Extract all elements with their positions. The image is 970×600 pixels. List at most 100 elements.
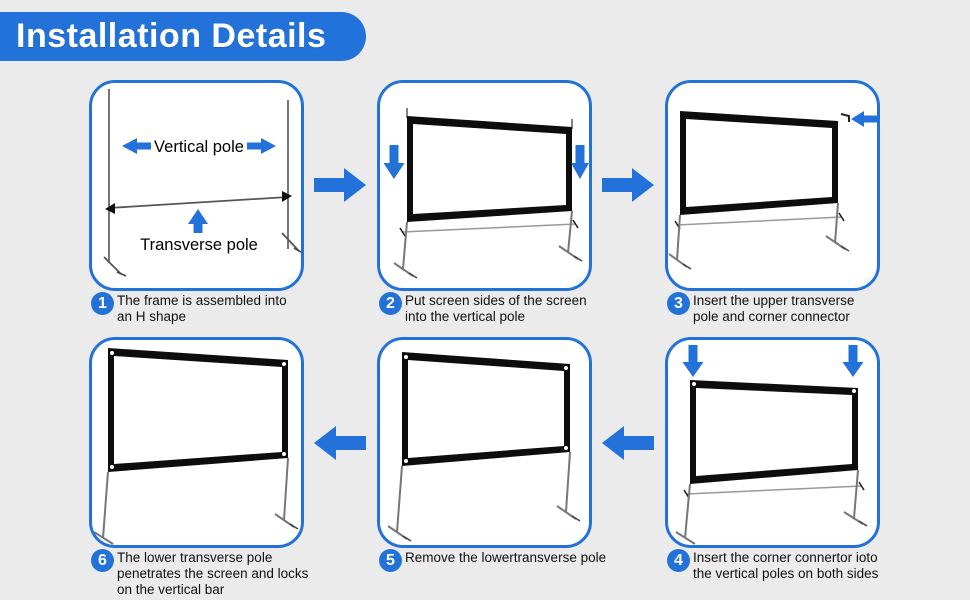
screen-stand-graphic-step-6 — [93, 348, 299, 545]
left-leg — [684, 483, 691, 539]
screen-stand-graphic-step-2 — [383, 108, 589, 279]
step-4-caption: 4 Insert the corner connertor ioto the v… — [667, 549, 878, 582]
step-3-number-badge: 3 — [667, 292, 690, 315]
step-5-caption: 5 Remove the lowertransverse pole — [379, 549, 606, 572]
flow-arrow-left-icon — [602, 426, 654, 460]
pole-connector-right — [858, 481, 865, 491]
left-arrow-icon — [851, 111, 877, 127]
screen-surface — [413, 124, 566, 214]
step-4-number-badge: 4 — [667, 549, 690, 572]
right-foot-tip — [571, 515, 581, 522]
screen-surface — [408, 360, 564, 458]
step-5-panel — [377, 337, 592, 548]
step-2-number-badge: 2 — [379, 292, 402, 315]
pole-connector-right — [838, 212, 845, 222]
screen-stand-graphic-step-4 — [675, 345, 868, 545]
step-1-caption-text: The frame is assembled into an H shape — [117, 293, 287, 324]
corner-screw-tl — [404, 355, 408, 359]
left-foot — [675, 531, 696, 545]
step-1-panel: Vertical pole Transverse pole — [89, 80, 304, 291]
flow-arrow-left-icon — [314, 426, 366, 460]
down-arrow-left-icon — [682, 345, 704, 377]
corner-screw-br — [564, 446, 568, 450]
pole-connector-right — [572, 219, 579, 229]
page-title-banner: Installation Details — [0, 12, 366, 61]
left-leg — [402, 221, 408, 270]
lower-transverse-pole — [685, 485, 863, 495]
screen-stand-graphic-step-3 — [668, 111, 877, 270]
right-leg — [834, 202, 839, 244]
right-leg — [283, 457, 289, 521]
corner-screw-left — [692, 382, 696, 386]
pole-end-left — [105, 203, 115, 214]
lower-transverse-pole — [676, 216, 843, 226]
pole-connector-left — [399, 227, 406, 237]
left-foot-tip — [408, 272, 418, 279]
step-6-caption: 6 The lower transverse pole penetrates t… — [91, 549, 308, 597]
right-foot-tip — [840, 245, 850, 252]
right-foot-tip — [293, 247, 301, 253]
corner-screw-tr — [282, 362, 286, 366]
left-foot-tip — [116, 271, 127, 277]
h-frame-graphic: Vertical pole Transverse pole — [103, 89, 301, 277]
step-5-caption-text: Remove the lowertransverse pole — [405, 550, 607, 565]
step-2-number: 2 — [386, 294, 395, 312]
down-arrow-right-icon — [571, 145, 589, 179]
right-foot-tip — [858, 520, 868, 527]
step-5-number-badge: 5 — [379, 549, 402, 572]
page-title: Installation Details — [16, 17, 327, 55]
step-6-number-badge: 6 — [91, 549, 114, 572]
transverse-pole — [108, 196, 289, 209]
corner-screw-bl — [404, 459, 408, 463]
corner-screw-tl — [110, 351, 114, 355]
step-3-caption: 3 Insert the upper transverse pole and c… — [667, 292, 854, 325]
step-6-panel — [89, 337, 304, 548]
left-leg — [396, 465, 403, 533]
right-arrow-icon — [247, 138, 276, 154]
up-arrow-icon — [188, 209, 208, 233]
corner-screw-right — [852, 389, 856, 393]
step-3-number: 3 — [674, 294, 683, 312]
flow-arrow-right-icon — [602, 168, 654, 202]
corner-screw-tr — [564, 366, 568, 370]
step-1-number: 1 — [98, 294, 107, 312]
step-3-panel — [665, 80, 880, 291]
corner-screw-bl — [110, 465, 114, 469]
step-5-number: 5 — [386, 551, 395, 569]
step-4-caption-text: Insert the corner connertor ioto the ver… — [693, 550, 879, 581]
left-leg — [676, 214, 681, 261]
left-foot — [103, 256, 122, 275]
left-leg — [102, 471, 109, 539]
right-leg — [565, 451, 571, 513]
step-4-number: 4 — [674, 551, 683, 569]
screen-surface — [686, 119, 832, 207]
screen-surface — [114, 356, 282, 464]
right-leg — [853, 469, 859, 519]
step-6-caption-text: The lower transverse pole penetrates the… — [117, 550, 309, 597]
left-foot-tip — [682, 263, 692, 270]
right-foot — [281, 232, 299, 251]
step-6-number: 6 — [98, 551, 107, 569]
vertical-pole-label: Vertical pole — [154, 138, 244, 156]
step-2-panel — [377, 80, 592, 291]
down-arrow-left-icon — [383, 145, 405, 179]
step-2-caption-text: Put screen sides of the screen into the … — [405, 293, 587, 324]
corner-screw-br — [282, 452, 286, 456]
step-4-panel — [665, 337, 880, 548]
left-arrow-icon — [122, 138, 151, 154]
down-arrow-right-icon — [842, 345, 864, 377]
step-2-caption: 2 Put screen sides of the screen into th… — [379, 292, 587, 325]
step-1-number-badge: 1 — [91, 292, 114, 315]
screen-surface — [696, 388, 852, 476]
transverse-pole-label: Transverse pole — [140, 236, 258, 254]
step-3-caption-text: Insert the upper transverse pole and cor… — [693, 293, 855, 324]
right-foot-tip — [573, 255, 583, 262]
right-foot-tip — [289, 523, 299, 530]
lower-transverse-pole — [401, 223, 577, 233]
corner-connector — [840, 113, 850, 122]
pole-end-right — [282, 191, 292, 202]
screen-stand-graphic-step-5 — [387, 352, 581, 542]
flow-arrow-right-icon — [314, 168, 366, 202]
left-foot-tip — [402, 535, 412, 542]
